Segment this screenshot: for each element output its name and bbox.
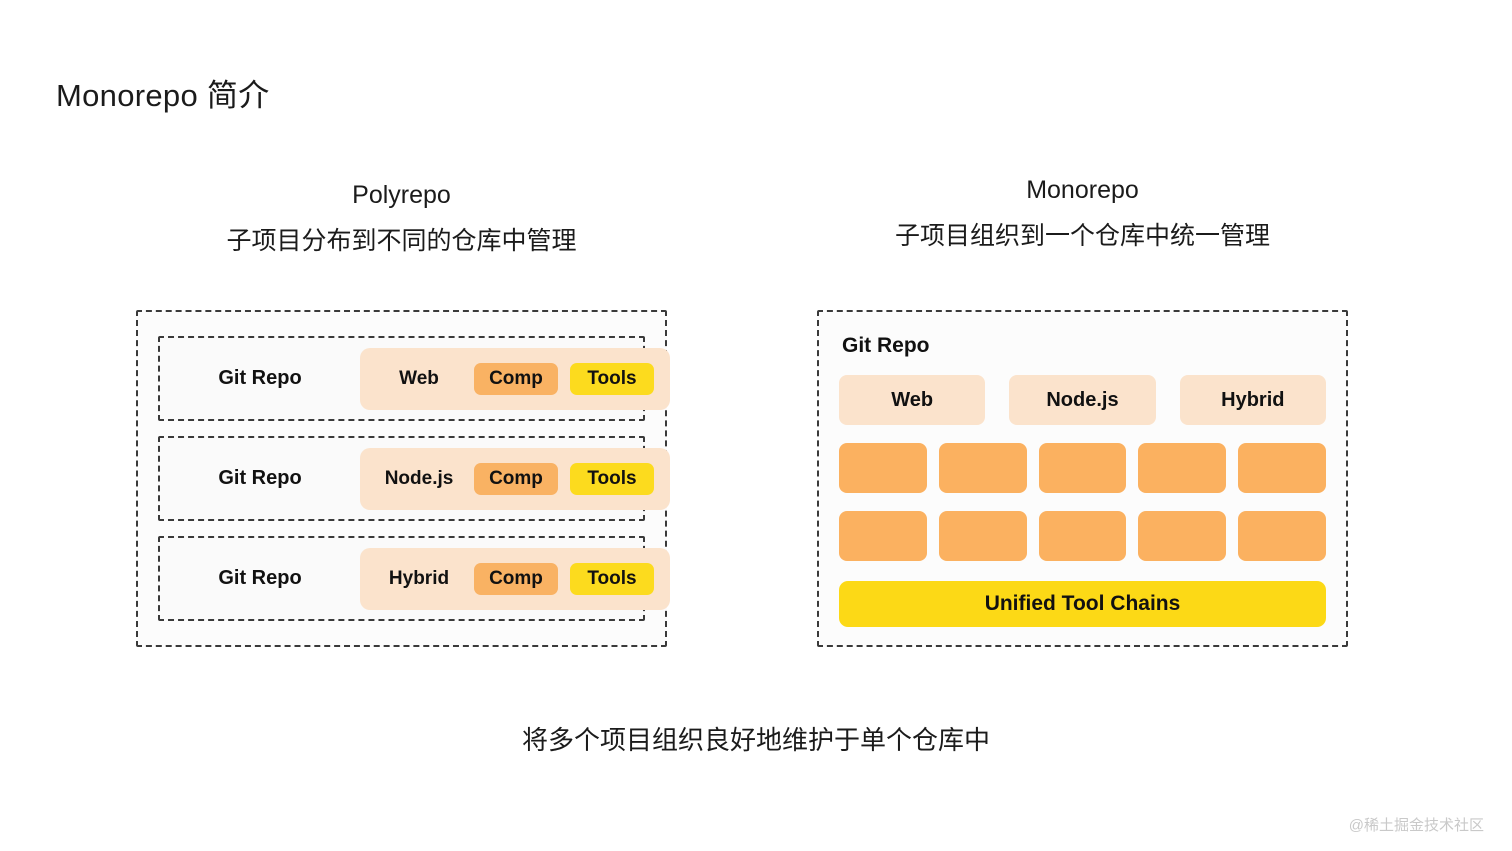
shared-block xyxy=(839,443,927,493)
polyrepo-subtitle: 子项目分布到不同的仓库中管理 xyxy=(226,227,577,255)
polyrepo-row: Git Repo Hybrid Comp Tools xyxy=(158,536,670,621)
page-title: Monorepo 简介 xyxy=(56,78,270,113)
package-box-hybrid: Hybrid xyxy=(1179,375,1326,425)
package-box-nodejs: Node.js xyxy=(1009,375,1156,425)
shared-block xyxy=(1238,443,1326,493)
monorepo-diagram: Git Repo Web Node.js Hybrid Unified Tool… xyxy=(817,310,1348,647)
package-name: Web xyxy=(399,367,439,389)
chip-comp: Comp xyxy=(474,362,558,395)
chip-tools: Tools xyxy=(570,562,654,595)
monorepo-package-row: Web Node.js Hybrid xyxy=(839,375,1326,425)
shared-block xyxy=(1238,511,1326,561)
package-name: Node.js xyxy=(384,467,454,489)
slide-caption: 将多个项目组织良好地维护于单个仓库中 xyxy=(521,725,990,755)
shared-block xyxy=(839,511,927,561)
package-panel: Hybrid Comp Tools xyxy=(360,547,670,610)
package-panel: Node.js Comp Tools xyxy=(360,447,670,510)
git-repo-label: Git Repo xyxy=(218,367,302,389)
polyrepo-row: Git Repo Web Comp Tools xyxy=(158,336,670,421)
monorepo-block-row-2 xyxy=(839,511,1326,561)
shared-block xyxy=(1038,511,1127,561)
monorepo-heading: Monorepo 子项目组织到一个仓库中统一管理 xyxy=(817,173,1348,253)
shared-block xyxy=(938,443,1027,493)
shared-block xyxy=(938,511,1027,561)
package-panel: Web Comp Tools xyxy=(360,347,670,410)
unified-tool-chains-bar: Unified Tool Chains xyxy=(839,581,1326,627)
package-box-web: Web xyxy=(839,375,986,425)
polyrepo-title: Polyrepo xyxy=(352,181,451,209)
monorepo-title: Monorepo xyxy=(1026,176,1139,204)
chip-tools: Tools xyxy=(570,362,654,395)
polyrepo-heading: Polyrepo 子项目分布到不同的仓库中管理 xyxy=(136,178,667,258)
monorepo-block-row-1 xyxy=(839,443,1326,493)
polyrepo-row: Git Repo Node.js Comp Tools xyxy=(158,436,670,521)
git-repo-label: Git Repo xyxy=(842,334,930,357)
monorepo-subtitle: 子项目组织到一个仓库中统一管理 xyxy=(894,222,1270,250)
watermark: @稀土掘金技术社区 xyxy=(1348,817,1484,834)
shared-block xyxy=(1038,443,1127,493)
package-name: Hybrid xyxy=(388,567,450,589)
git-repo-label: Git Repo xyxy=(218,567,302,589)
polyrepo-diagram: Git Repo Web Comp Tools Git Repo Node.js… xyxy=(136,310,670,647)
chip-comp: Comp xyxy=(474,562,558,595)
shared-block xyxy=(1138,443,1227,493)
shared-block xyxy=(1138,511,1227,561)
chip-comp: Comp xyxy=(474,462,558,495)
git-repo-label: Git Repo xyxy=(218,467,302,489)
chip-tools: Tools xyxy=(570,462,654,495)
